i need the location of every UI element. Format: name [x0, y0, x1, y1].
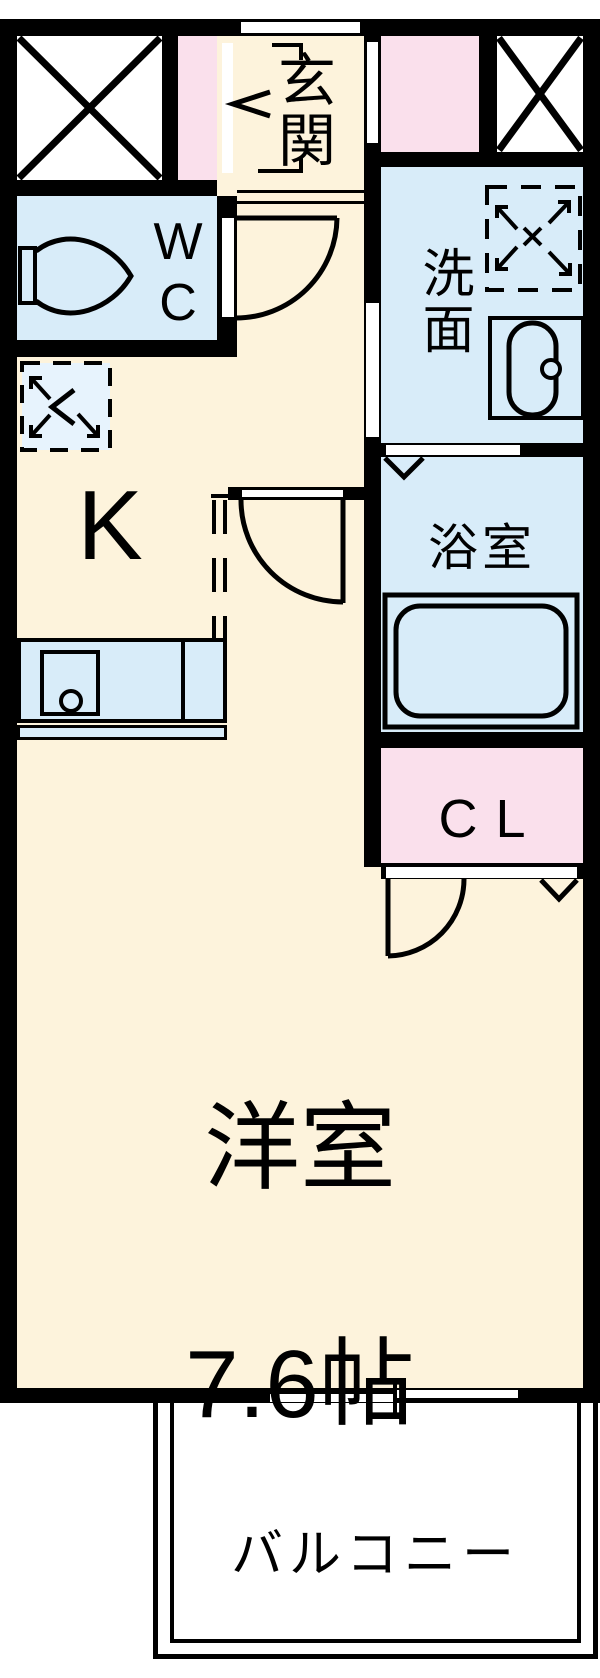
kitchen-partition-dashed-right	[223, 500, 227, 640]
closet-room	[381, 748, 583, 863]
bathtub-icon	[382, 592, 580, 730]
bathroom-label: 浴室	[428, 520, 536, 576]
main-room-size: 7.6帖	[185, 1331, 415, 1438]
entrance-step-line-1	[237, 190, 364, 193]
opening-washroom-door	[366, 303, 379, 437]
bath-fold-chevron-icon	[383, 456, 425, 481]
opening-closet	[386, 867, 577, 878]
wall-below-pink-block	[381, 152, 583, 167]
opening-entrance-door	[241, 22, 360, 33]
toilet-icon	[18, 236, 134, 316]
wall-hall-right	[364, 36, 381, 867]
main-room-label: 洋室 7.6帖	[17, 972, 583, 1444]
pink-strip-top-left	[178, 36, 217, 180]
opening-sliver-left	[222, 43, 233, 173]
washroom-label: 洗面	[414, 246, 472, 358]
window-pane-right	[397, 1390, 518, 1398]
partition-tick	[211, 494, 228, 498]
refrigerator-icon	[20, 361, 112, 452]
kitchen-label: K	[77, 470, 143, 580]
wall-xbox1-right	[162, 36, 178, 180]
wall-wc-bottom	[17, 340, 237, 357]
hall-door	[238, 499, 346, 605]
wash-basin-icon	[488, 316, 585, 420]
balcony-label: バルコニー	[231, 1526, 520, 1584]
pink-block-top-right	[381, 36, 479, 152]
opening-wc-door	[222, 218, 234, 317]
kitchen-sink-icon	[40, 650, 100, 716]
wc-door	[234, 215, 340, 321]
opening-hall-door	[242, 490, 343, 497]
wall-right	[583, 19, 600, 1403]
x-box-top-left-icon	[16, 35, 163, 181]
kitchen-partition-dashed-left	[212, 500, 216, 640]
entrance-door-marks	[224, 43, 303, 173]
washing-machine-icon	[485, 185, 582, 292]
wall-left	[0, 19, 17, 1403]
toilet-label: WC	[153, 213, 203, 332]
kitchen-counter-divider	[181, 638, 185, 723]
closet-fold-chevron-icon	[539, 878, 579, 903]
closet-label: CL	[438, 789, 544, 849]
main-room-name: 洋室	[204, 1095, 396, 1202]
kitchen-counter-strip	[17, 725, 227, 740]
toilet-room	[17, 196, 217, 340]
closet-door	[385, 878, 579, 959]
x-box-top-right-icon	[496, 35, 584, 153]
opening-bath-sliding-door	[386, 445, 520, 455]
entrance-step-line-2	[237, 201, 364, 204]
opening-sliver-right	[367, 42, 378, 143]
balcony-inner-floor	[170, 1403, 581, 1643]
entrance-swing-chevron-icon	[224, 89, 271, 119]
wall-bathroom-bottom	[381, 732, 583, 748]
window-pane-left	[270, 1394, 397, 1402]
entrance-label: 玄関	[269, 50, 334, 170]
washroom-room	[381, 167, 583, 443]
wall-xbox2-left	[479, 36, 497, 152]
wall-below-top-left	[17, 180, 217, 196]
